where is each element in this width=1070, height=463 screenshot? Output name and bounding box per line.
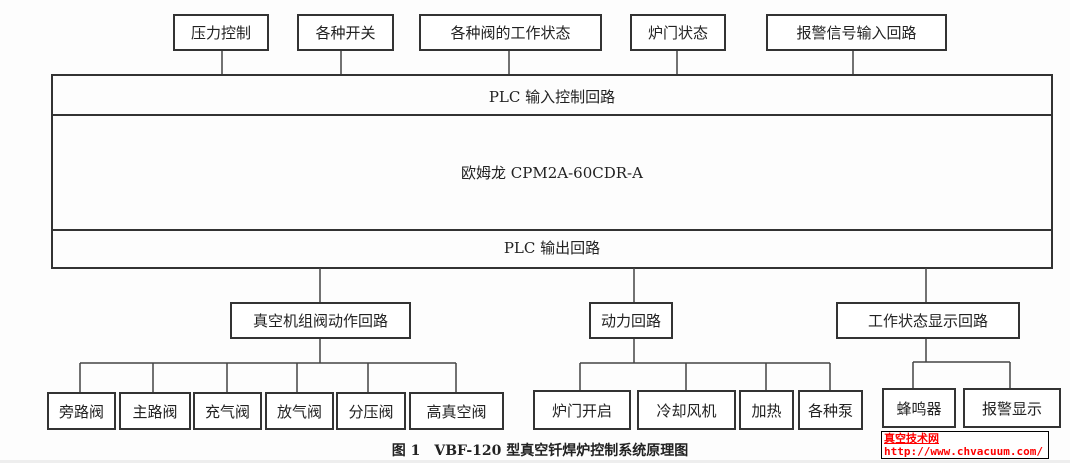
watermark: 真空技术网 http://www.chvacuum.com/ [881,431,1049,459]
item-partial-pressure-valve: 分压阀 [336,392,406,430]
input-box-pressure: 压力控制 [173,14,269,51]
watermark-url: http://www.chvacuum.com/ [884,445,1043,458]
item-cooling-fan: 冷却风机 [637,390,736,430]
item-door-open: 炉门开启 [533,390,631,430]
item-bypass-valve: 旁路阀 [47,392,116,430]
item-alarm-display: 报警显示 [963,388,1061,428]
item-vent-valve: 放气阀 [265,392,334,430]
group-power: 动力回路 [589,302,673,339]
plc-input-loop: PLC 输入控制回路 [488,88,616,106]
plc-output-loop: PLC 输出回路 [503,239,601,257]
item-buzzer: 蜂鸣器 [882,388,956,428]
group-status-display: 工作状态显示回路 [836,302,1020,339]
item-main-valve: 主路阀 [119,392,191,430]
input-box-switches: 各种开关 [297,14,394,51]
input-box-alarm-input: 报警信号输入回路 [766,14,947,51]
item-high-vacuum-valve: 高真空阀 [409,392,504,430]
item-heating: 加热 [739,390,794,430]
item-fill-valve: 充气阀 [193,392,262,430]
input-box-door-status: 炉门状态 [630,14,726,51]
item-pumps: 各种泵 [798,390,863,430]
plc-model: 欧姆龙 CPM2A-60CDR-A [461,164,643,182]
bottom-strip [0,460,1070,463]
input-box-valve-status: 各种阀的工作状态 [419,14,602,51]
watermark-name: 真空技术网 [884,432,939,445]
figure-caption: 图 1 VBF-120 型真空钎焊炉控制系统原理图 [391,443,689,459]
group-vacuum-valves: 真空机组阀动作回路 [230,302,411,339]
